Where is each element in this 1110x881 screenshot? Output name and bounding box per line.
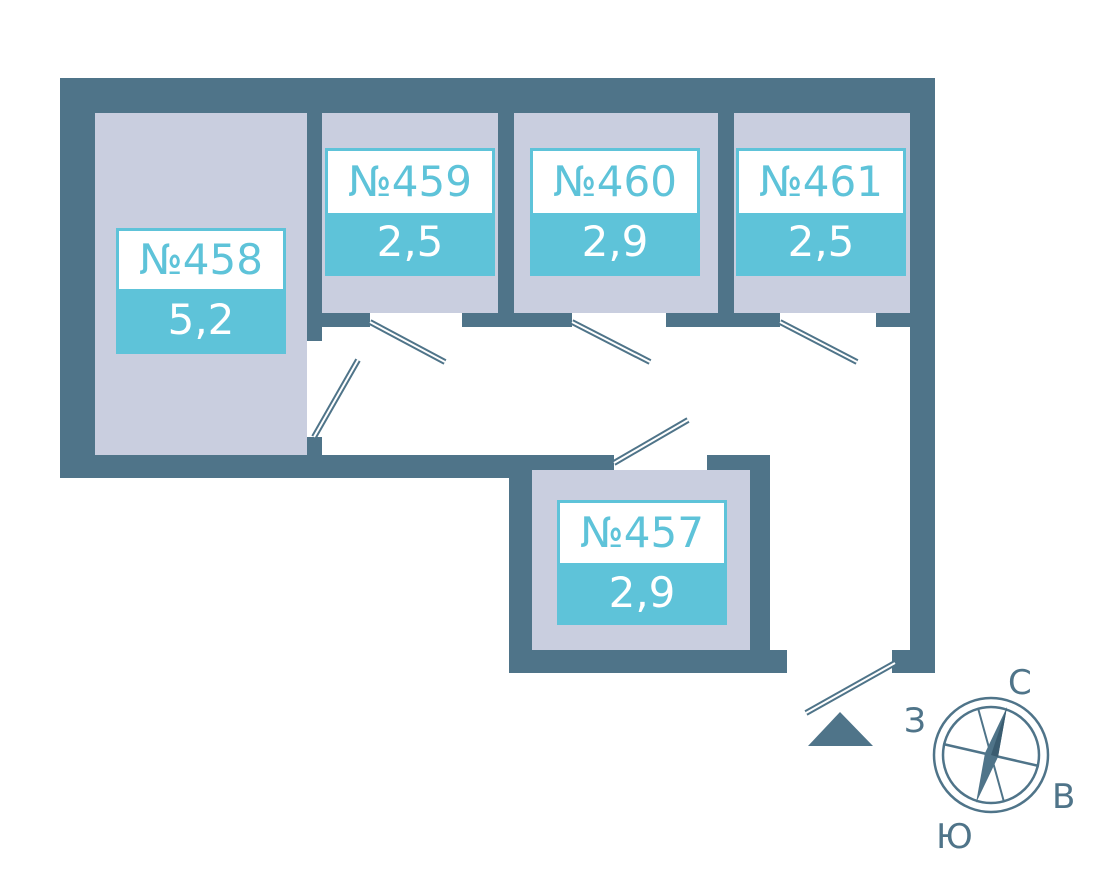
partitions (307, 113, 910, 455)
room-number: №457 (560, 503, 724, 563)
room-area: 2,5 (376, 217, 444, 266)
room-area: 2,5 (787, 217, 855, 266)
triangle-up-icon (808, 712, 873, 746)
room-area: 2,9 (581, 217, 649, 266)
compass-icon (932, 696, 1050, 814)
room-label-460: №460 2,9 (530, 148, 700, 276)
room-area: 5,2 (167, 295, 235, 344)
room-label-461: №461 2,5 (736, 148, 906, 276)
room-number: №460 (533, 151, 697, 213)
room-label-457: №457 2,9 (557, 500, 727, 625)
compass-north-label: С (1008, 663, 1032, 703)
compass-south-label: Ю (936, 817, 973, 857)
room-number: №459 (328, 151, 492, 213)
walls (60, 78, 935, 673)
room-area: 2,9 (608, 568, 676, 617)
compass-west-label: З (904, 701, 926, 741)
room-label-458: №458 5,2 (116, 228, 286, 354)
room-number: №458 (119, 231, 283, 289)
compass-east-label: В (1052, 777, 1076, 817)
door-highlights (313, 321, 896, 714)
room-number: №461 (739, 151, 903, 213)
room-label-459: №459 2,5 (325, 148, 495, 276)
